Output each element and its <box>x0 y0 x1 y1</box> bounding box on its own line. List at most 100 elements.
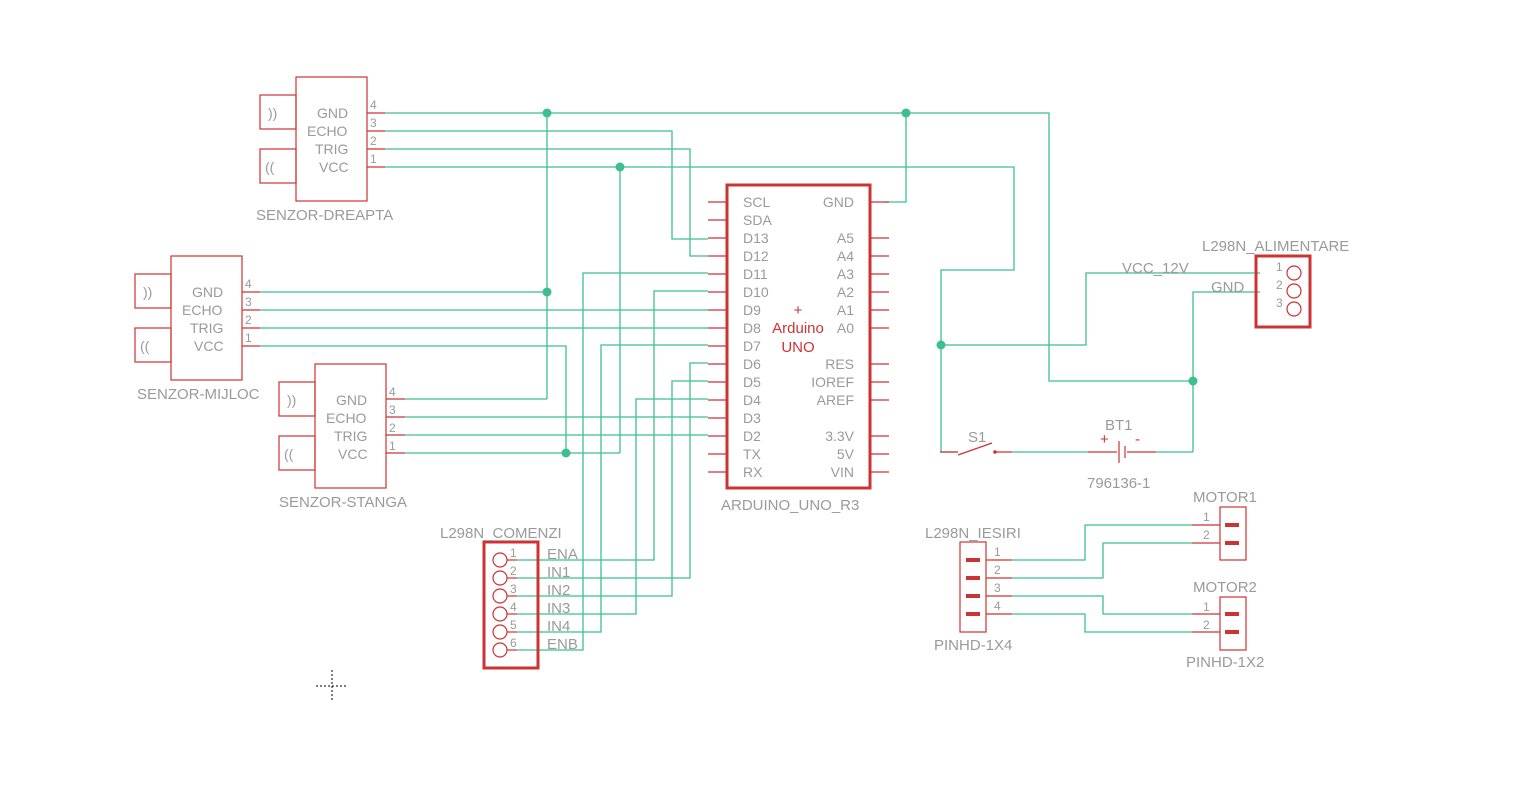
transducer-icon <box>278 435 316 471</box>
transducer-icon <box>134 273 172 309</box>
motor1[interactable]: 1 2 MOTOR1 <box>1192 489 1257 561</box>
svg-text:)): )) <box>143 284 152 300</box>
transducer-icon <box>259 94 297 130</box>
wire-out2 <box>1012 542 1192 579</box>
arduino-pin-label: RX <box>743 464 763 480</box>
wire-trig-dreapta <box>385 148 708 257</box>
junction <box>615 162 625 172</box>
pin-label: ECHO <box>326 410 367 426</box>
wire-gnd-top <box>385 112 1193 382</box>
pin-number: 5 <box>510 618 517 632</box>
wire-ena <box>517 290 708 561</box>
junction <box>901 108 911 118</box>
net-label: IN1 <box>547 564 570 581</box>
net-label: ENA <box>547 546 578 563</box>
arduino-pin-label: 5V <box>837 446 855 462</box>
arduino-pin-label: VIN <box>831 464 854 480</box>
pin-number: 3 <box>510 582 517 596</box>
junction <box>1188 376 1198 386</box>
component-name: MOTOR1 <box>1193 489 1257 506</box>
component-name: L298N_IESIRI <box>925 525 1021 542</box>
arduino-pin-label: D9 <box>743 302 761 318</box>
arduino-pin-label: D10 <box>743 284 769 300</box>
arduino-pin-label: A0 <box>837 320 854 336</box>
arduino-pin-label: D11 <box>743 266 768 282</box>
arduino-pin-label: D6 <box>743 356 761 372</box>
pin-number: 2 <box>1276 278 1283 292</box>
arduino-pin-label: RES <box>825 356 854 372</box>
junction <box>542 287 552 297</box>
arduino-center-label: UNO <box>781 339 814 356</box>
component-name: SENZOR-MIJLOC <box>137 386 260 403</box>
pin-number: 2 <box>245 313 252 327</box>
motor2[interactable]: 1 2 MOTOR2 PINHD-1X2 <box>1186 579 1264 671</box>
arduino-pin-label: AREF <box>817 392 854 408</box>
pin-number: 6 <box>510 636 517 650</box>
pin-number: 2 <box>1203 618 1210 632</box>
connector-pin <box>492 624 508 640</box>
pin-label: VCC <box>319 159 349 175</box>
net-label-gnd: GND <box>1211 279 1245 296</box>
pin-number: 4 <box>510 600 517 614</box>
arduino-pin-label: D8 <box>743 320 761 336</box>
l298n-alimentare[interactable]: 1 2 3 L298N_ALIMENTARE VCC_12V GND <box>1122 238 1349 329</box>
svg-text:((: (( <box>140 338 150 354</box>
arduino-pin-label: D4 <box>743 392 761 408</box>
arduino-pin-label: SDA <box>743 212 772 228</box>
arduino-pin-label: D7 <box>743 338 761 354</box>
sensor-mijloc[interactable]: )) (( GND ECHO TRIG VCC 4 3 2 1 SENZOR-M… <box>134 255 260 403</box>
sensor-stanga[interactable]: )) (( GND ECHO TRIG VCC 4 3 2 1 SENZOR-S… <box>278 363 407 511</box>
pin-label: ECHO <box>182 302 223 318</box>
component-name: L298N_ALIMENTARE <box>1202 238 1349 255</box>
arduino-pin-label: D12 <box>743 248 769 264</box>
pin-number: 1 <box>389 439 396 453</box>
net-label: IN3 <box>547 600 570 617</box>
l298n-iesiri[interactable]: 1 2 3 4 L298N_IESIRI PINHD-1X4 <box>925 525 1021 654</box>
wire-in1 <box>517 362 708 579</box>
pin-number: 1 <box>994 545 1001 559</box>
pin-label: TRIG <box>190 320 223 336</box>
component-name: SENZOR-STANGA <box>279 494 407 511</box>
arduino-pin-label: D3 <box>743 410 761 426</box>
battery-plus: + <box>1100 431 1109 448</box>
pin-number: 3 <box>389 403 396 417</box>
pin-label: GND <box>336 392 367 408</box>
wire-out3 <box>1012 595 1192 615</box>
wire-enb <box>517 272 708 651</box>
transducer-icon <box>134 327 172 363</box>
pin-number: 2 <box>1203 528 1210 542</box>
switch-blade <box>957 442 993 456</box>
arduino-pin-label: IOREF <box>811 374 854 390</box>
switch-s1[interactable]: S1 <box>940 429 1012 456</box>
pin-label: VCC <box>194 338 224 354</box>
component-name: SENZOR-DREAPTA <box>256 207 393 224</box>
svg-text:+: + <box>794 302 803 319</box>
pin-label: TRIG <box>334 428 367 444</box>
pin-label: TRIG <box>315 141 348 157</box>
pin-number: 2 <box>370 134 377 148</box>
arduino-pin-label: A1 <box>837 302 854 318</box>
component-name: MOTOR2 <box>1193 579 1257 596</box>
crosshair-cursor-icon <box>316 670 348 702</box>
arduino-pin-label: GND <box>823 194 854 210</box>
connector-pin <box>492 642 508 658</box>
battery-bt1[interactable]: + - BT1 796136-1 <box>1087 417 1156 492</box>
pin-number: 2 <box>389 421 396 435</box>
component-name: BT1 <box>1105 417 1133 434</box>
component-name: ARDUINO_UNO_R3 <box>721 497 859 514</box>
pin-number: 2 <box>994 563 1001 577</box>
arduino-pin-label: A5 <box>837 230 854 246</box>
pin-number: 1 <box>510 546 517 560</box>
sensor-dreapta[interactable]: )) (( GND ECHO TRIG VCC 4 3 2 1 SENZOR-D… <box>256 76 393 224</box>
arduino-pin-label: TX <box>743 446 762 462</box>
pin-number: 2 <box>510 564 517 578</box>
pin-number: 1 <box>245 331 252 345</box>
transducer-icon <box>259 148 297 184</box>
pin-number: 4 <box>370 98 377 112</box>
junction <box>542 108 552 118</box>
pin-label: GND <box>317 105 348 121</box>
part-number: PINHD-1X4 <box>934 637 1012 654</box>
